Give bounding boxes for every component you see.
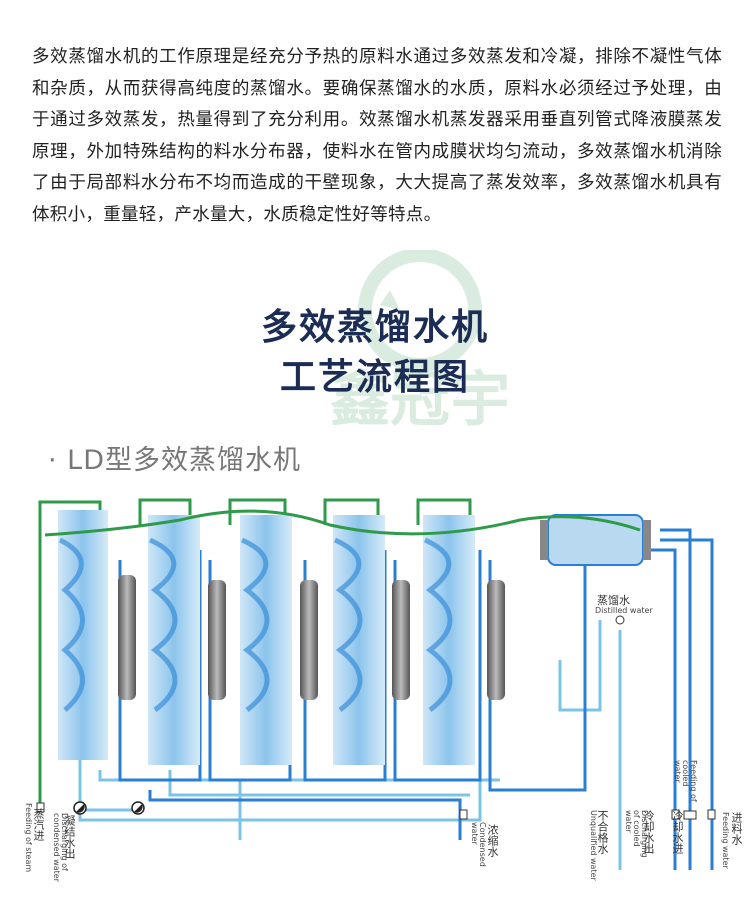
watermark-text: 鑫冠宇 xyxy=(330,365,510,435)
label-feed-en: Feeding water xyxy=(721,812,730,869)
label-cooling-out-cn: 冷却水出 xyxy=(642,810,655,854)
label-cooling-in-cn: 冷却水进 xyxy=(671,810,684,854)
evaporator-1 xyxy=(58,510,108,760)
label-concentrate-en: Condensed water xyxy=(470,822,487,867)
label-condensate-out-cn: 凝结水出 xyxy=(63,815,76,859)
model-subtitle: · LD型多效蒸馏水机 xyxy=(48,445,301,476)
label-concentrate-cn: 浓缩水 xyxy=(486,824,499,857)
label-cooling-in-en: Feeding of cooled water xyxy=(673,760,698,802)
label-unqualified-en: Unqualified water xyxy=(589,810,598,881)
evaporator-3 xyxy=(240,515,292,765)
label-distilled-cn: 蒸馏水 xyxy=(597,594,630,607)
watermark-logo: 鑫冠宇 xyxy=(330,250,510,435)
separators xyxy=(118,575,505,700)
label-condensate-out-en: Discharging of condensed water xyxy=(52,813,69,882)
pumps xyxy=(73,801,145,815)
spiral-flow-arrows xyxy=(58,537,453,712)
diagram-title-line2: 工艺流程图 xyxy=(279,357,470,398)
condenser xyxy=(540,514,651,566)
evaporator-5 xyxy=(423,515,475,765)
evaporator-2 xyxy=(148,515,200,765)
evaporator-columns xyxy=(58,510,475,765)
valves xyxy=(36,615,716,820)
label-steam-in-en: Feeding of steam xyxy=(24,803,33,873)
steam-pipe-network xyxy=(38,498,641,810)
intro-paragraph: 多效蒸馏水机的工作原理是经充分予热的原料水通过多效蒸发和冷凝，排除不凝性气体和杂… xyxy=(32,47,722,225)
label-distilled-en: Distilled water xyxy=(595,606,653,615)
process-flow-diagram xyxy=(36,498,716,870)
diagram-title-line1: 多效蒸馏水机 xyxy=(260,307,489,348)
label-cooling-out-en: Discharging of cooled water xyxy=(624,810,649,858)
evaporator-4 xyxy=(333,515,385,765)
label-feed-cn: 进料水 xyxy=(730,812,743,845)
light-pipe-network xyxy=(78,620,622,870)
label-unqualified-cn: 不合格水 xyxy=(596,810,609,854)
label-steam-in-cn: 蒸汽进 xyxy=(32,808,45,841)
